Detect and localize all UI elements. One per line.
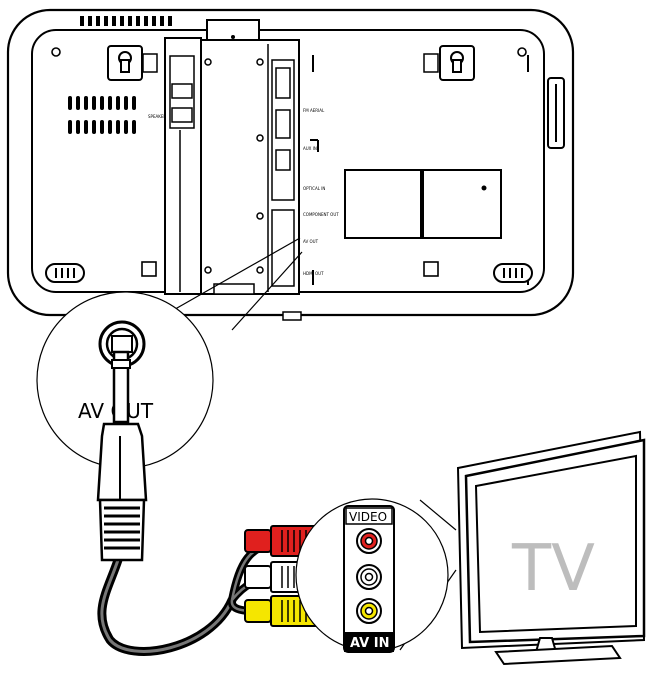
unit-rear-panel: SPEAKER OUT xyxy=(6,8,575,321)
av-in-badge xyxy=(344,632,394,652)
video-label-box xyxy=(345,507,393,525)
rubber-foot-right xyxy=(493,263,533,283)
svg-text:COMPONENT OUT: COMPONENT OUT xyxy=(303,212,339,217)
rubber-foot-left xyxy=(45,263,85,283)
speaker-out-label: SPEAKER OUT xyxy=(148,114,176,119)
top-vent-ridges xyxy=(80,16,172,26)
connector-module xyxy=(200,39,300,295)
svg-text:OPTICAL IN: OPTICAL IN xyxy=(303,186,325,191)
svg-text:HDMI OUT: HDMI OUT xyxy=(303,271,324,276)
wall-mount-left xyxy=(107,45,158,81)
vent-grille xyxy=(68,96,136,134)
television: TV xyxy=(456,430,646,666)
video-label: VIDEO xyxy=(349,510,387,524)
svg-text:AUX IN: AUX IN xyxy=(303,146,317,151)
tv-label: TV xyxy=(511,532,595,606)
wall-mount-right xyxy=(423,45,475,81)
av-out-plug xyxy=(96,350,148,562)
av-in-label: AV IN xyxy=(350,636,389,651)
svg-text:AV OUT: AV OUT xyxy=(303,239,319,244)
port-labels: FM AERIAL AUX IN OPTICAL IN COMPONENT OU… xyxy=(303,108,339,276)
svg-text:FM AERIAL: FM AERIAL xyxy=(303,108,325,113)
av-in-callout: VIDEO AV IN xyxy=(295,498,457,653)
speaker-module xyxy=(164,37,202,295)
